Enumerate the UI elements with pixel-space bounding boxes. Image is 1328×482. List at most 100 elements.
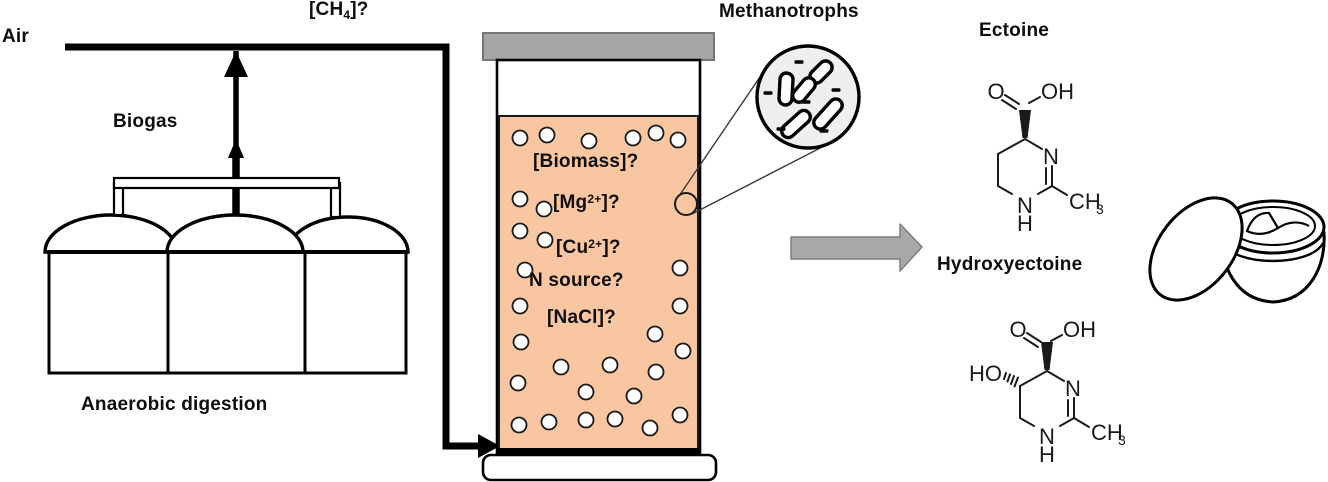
bubble bbox=[536, 231, 554, 249]
bubble bbox=[552, 358, 570, 376]
reactor-lid bbox=[482, 32, 715, 61]
bacterium-rod bbox=[812, 97, 844, 131]
hydroxyectoine-structure-icon: O OH HO N N H CH 3 bbox=[969, 317, 1126, 467]
bacterium-rod bbox=[779, 108, 813, 140]
anaerobic-digestion-caption: Anaerobic digestion bbox=[81, 394, 268, 415]
bacteria-magnifier-icon bbox=[674, 44, 861, 216]
digester-dome-left bbox=[43, 213, 179, 254]
bacterium-dash bbox=[776, 127, 786, 131]
bubbles bbox=[509, 124, 692, 437]
digester-body bbox=[47, 250, 408, 375]
bubble bbox=[647, 363, 665, 381]
hydroxyectoine-wedge-bond bbox=[1041, 342, 1053, 370]
hydroxyectoine-atom-ch3-sub: 3 bbox=[1118, 432, 1126, 448]
flow-arrow-icon bbox=[790, 223, 923, 272]
magnifier-ray-upper bbox=[678, 70, 765, 197]
bubble bbox=[511, 222, 529, 240]
bubble bbox=[516, 261, 534, 279]
magnifier-ray-lower bbox=[691, 143, 829, 215]
hydroxyectoine-atom-n: N bbox=[1065, 376, 1081, 401]
bacteria-rods bbox=[777, 59, 844, 140]
ectoine-atom-nh-h: H bbox=[1017, 211, 1033, 236]
bubble bbox=[580, 132, 598, 150]
hydroxyectoine-atom-nh-n: N bbox=[1039, 424, 1055, 449]
reactor-sparger-bar bbox=[497, 448, 700, 456]
bacterium-rod bbox=[790, 76, 818, 104]
reactor-base bbox=[481, 453, 718, 482]
hydroxyectoine-atom-ho: HO bbox=[969, 361, 1002, 386]
bacterium-dash bbox=[794, 60, 804, 64]
hydroxyectoine-atom-oh: OH bbox=[1063, 317, 1096, 342]
air-label: Air bbox=[2, 26, 29, 47]
ectoine-bonds bbox=[997, 94, 1068, 196]
bubble bbox=[535, 200, 553, 218]
ectoine-atom-ch: CH bbox=[1069, 189, 1101, 214]
bubble bbox=[606, 410, 624, 428]
mg-label-base1: [Mg bbox=[553, 192, 588, 213]
bacterium-rod bbox=[777, 71, 795, 107]
ectoine-atom-ch3-sub: 3 bbox=[1096, 201, 1104, 217]
biogas-manifold-pipe bbox=[112, 176, 341, 190]
bacterium-dash bbox=[819, 129, 829, 133]
biogas-arrowhead-mid-icon bbox=[228, 139, 244, 158]
bubble bbox=[577, 411, 595, 429]
bubble bbox=[510, 416, 528, 434]
air-pipe bbox=[65, 43, 479, 450]
bubble bbox=[512, 333, 530, 351]
bubble bbox=[625, 387, 643, 405]
cu-label-base2: ]? bbox=[602, 237, 621, 258]
ch4-label-base2: ]? bbox=[350, 0, 369, 20]
ectoine-wedge-bond bbox=[1019, 110, 1031, 138]
bubble bbox=[509, 374, 527, 392]
ectoine-atom-nh-n: N bbox=[1017, 193, 1033, 218]
anaerobic-digesters bbox=[43, 176, 410, 375]
digester-dome-right bbox=[286, 215, 410, 254]
bubble bbox=[601, 356, 619, 374]
gas-pipes bbox=[65, 43, 500, 458]
n-source-label: N source? bbox=[529, 270, 624, 291]
hydroxyectoine-atom-nh-h: H bbox=[1039, 442, 1055, 467]
hydroxyectoine-hash-bond bbox=[1003, 372, 1019, 388]
nacl-label: [NaCl]? bbox=[547, 307, 616, 328]
bubble bbox=[674, 342, 692, 360]
hydroxyectoine-atom-o: O bbox=[1009, 317, 1026, 342]
bacterium-dash bbox=[801, 100, 811, 104]
digester-dome-center bbox=[165, 213, 305, 254]
bioreactor bbox=[481, 32, 718, 482]
hydroxyectoine-title: Hydroxyectoine bbox=[937, 254, 1083, 275]
ch4-label: [CH4]? bbox=[309, 0, 369, 22]
biomass-label: [Biomass]? bbox=[533, 151, 639, 172]
bubble bbox=[511, 190, 529, 208]
jar-cream-swirl bbox=[1245, 211, 1280, 235]
bacterium-dash bbox=[831, 88, 841, 92]
bubble bbox=[641, 419, 659, 437]
ch4-label-sub: 4 bbox=[343, 8, 351, 22]
bubble bbox=[646, 325, 664, 343]
bubble bbox=[540, 413, 558, 431]
biogas-arrowhead-top-icon bbox=[224, 51, 248, 77]
hydroxyectoine-bonds bbox=[1019, 332, 1090, 428]
bubble bbox=[577, 383, 595, 401]
ectoine-atom-n: N bbox=[1043, 144, 1059, 169]
mg-label: [Mg2+]? bbox=[553, 193, 620, 213]
bubble bbox=[624, 129, 642, 147]
biogas-label: Biogas bbox=[113, 111, 178, 132]
bacteria-dashes bbox=[763, 60, 841, 133]
bacterium-dash bbox=[763, 91, 773, 95]
bubble bbox=[511, 297, 529, 315]
bubble bbox=[671, 259, 689, 277]
jar-lid bbox=[1148, 196, 1244, 302]
hydroxyectoine-atom-ch: CH bbox=[1091, 420, 1123, 445]
ectoine-atom-oh: OH bbox=[1041, 79, 1074, 104]
cu-label-sup: 2+ bbox=[588, 237, 603, 251]
bubble bbox=[538, 126, 556, 144]
magnifier-source-circle bbox=[674, 192, 698, 216]
mg-label-base2: ]? bbox=[601, 192, 620, 213]
bubble bbox=[671, 406, 689, 424]
ectoine-atom-o: O bbox=[987, 79, 1004, 104]
bubble bbox=[511, 129, 529, 147]
bubble bbox=[647, 124, 665, 142]
methanotrophs-caption: Methanotrophs bbox=[719, 1, 859, 22]
